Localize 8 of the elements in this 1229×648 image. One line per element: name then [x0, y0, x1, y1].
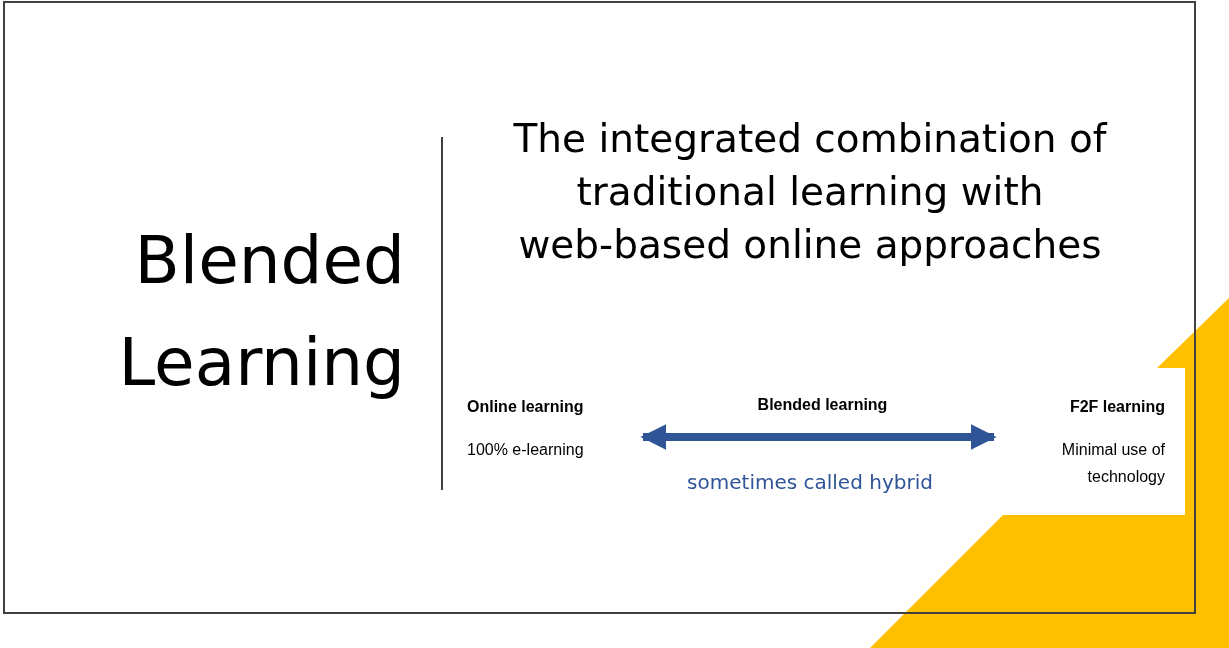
- double-arrow: [640, 424, 997, 450]
- node-description: 100% e-learning: [467, 440, 585, 460]
- node-heading: F2F learning: [1069, 397, 1165, 417]
- definition-text: The integrated combination of traditional learning with web-based online approaches: [512, 115, 1109, 269]
- arrow-caption: sometimes called hybrid: [686, 470, 934, 494]
- node-description: Minimal use of technology: [1060, 440, 1165, 487]
- node-heading: Online learning: [467, 397, 584, 417]
- title: Blended Learning: [117, 221, 405, 403]
